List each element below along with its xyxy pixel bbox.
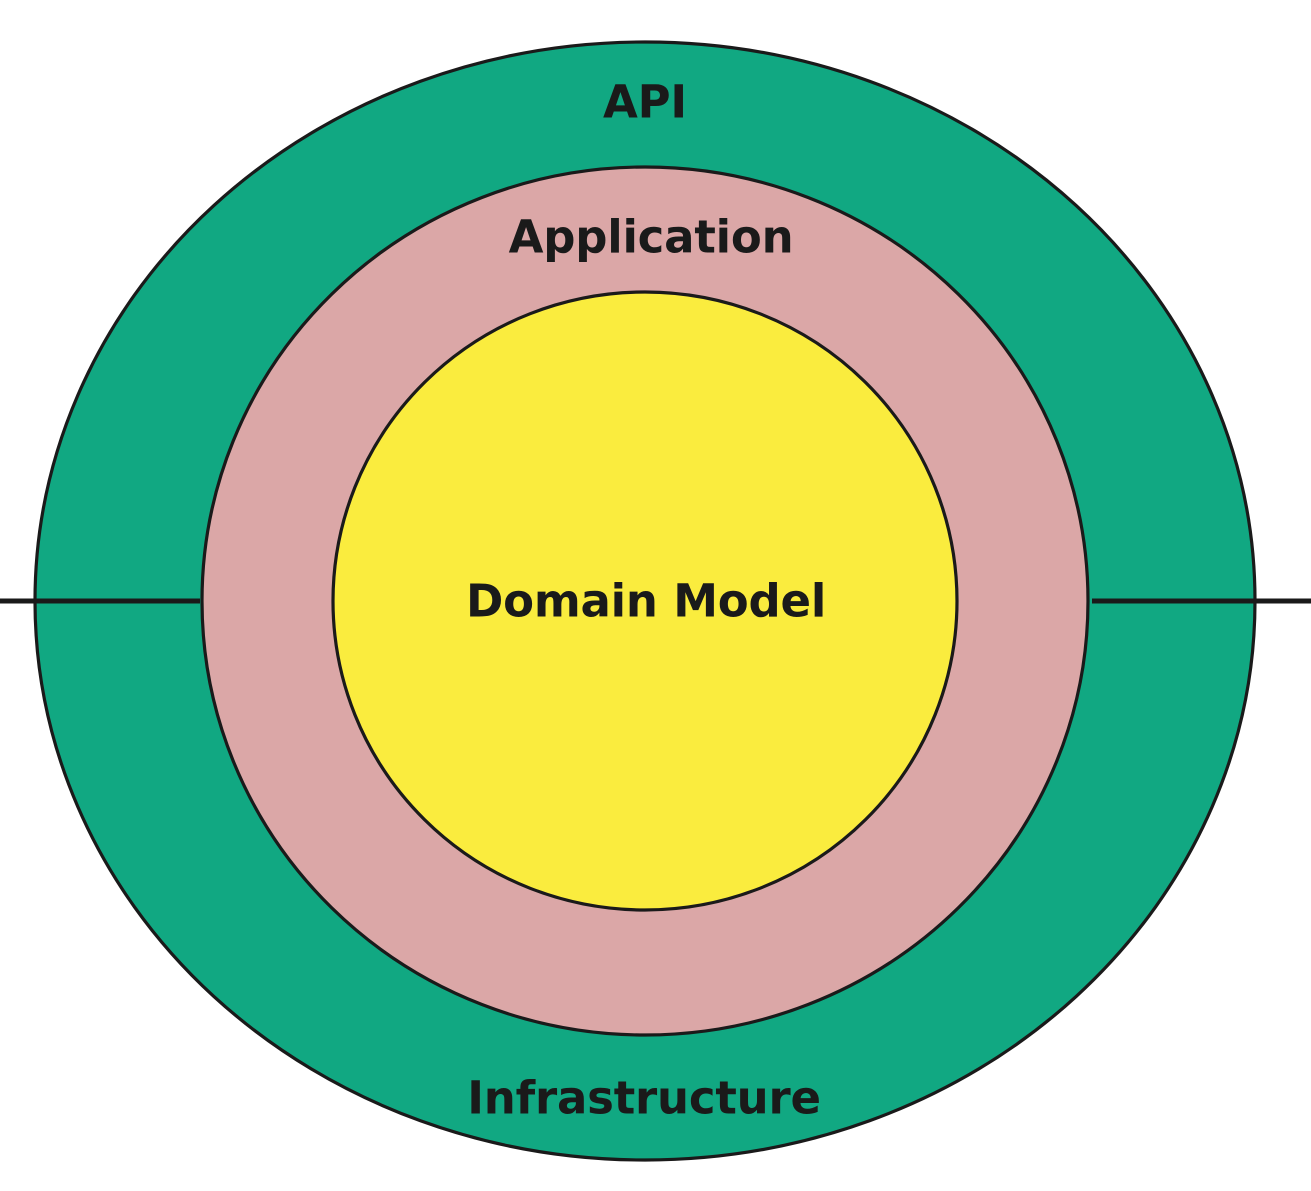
layer-label-application: Application <box>508 210 794 264</box>
layer-label-api: API <box>603 75 687 129</box>
layer-label-domain-model: Domain Model <box>465 574 827 628</box>
ring-domain-model[interactable] <box>331 290 959 912</box>
layer-label-infrastructure: Infrastructure <box>467 1071 821 1125</box>
